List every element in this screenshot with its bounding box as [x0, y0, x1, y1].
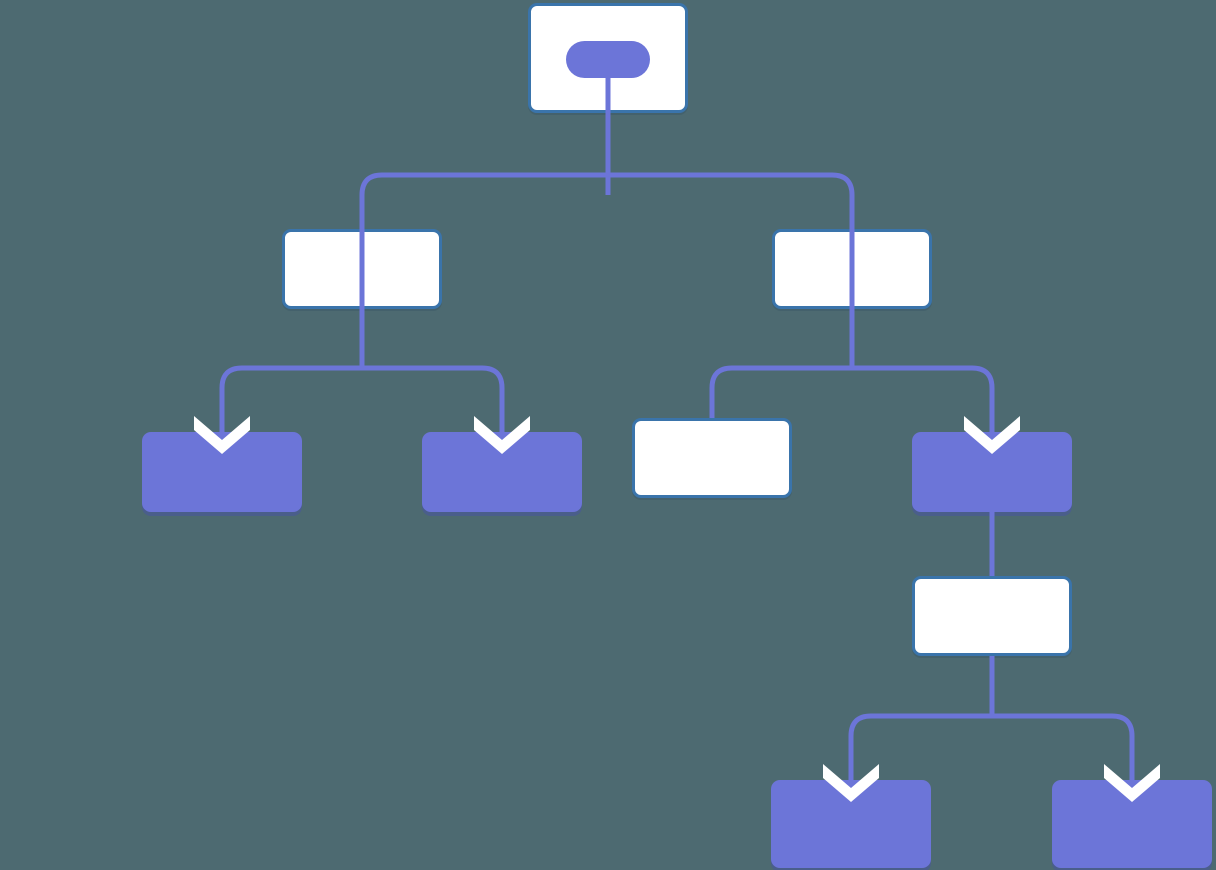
left-branch-card[interactable] [282, 229, 442, 309]
leaf-card-3[interactable] [632, 418, 792, 498]
leaf-node-2[interactable] [422, 432, 582, 512]
sub-branch-card[interactable] [912, 576, 1072, 656]
leaf-node-6[interactable] [1052, 780, 1212, 868]
root-card[interactable] [528, 3, 688, 113]
right-branch-card[interactable] [772, 229, 932, 309]
leaf-node-4[interactable] [912, 432, 1072, 512]
leaf-node-1[interactable] [142, 432, 302, 512]
redacted-label-pill [566, 41, 650, 78]
leaf-node-5[interactable] [771, 780, 931, 868]
